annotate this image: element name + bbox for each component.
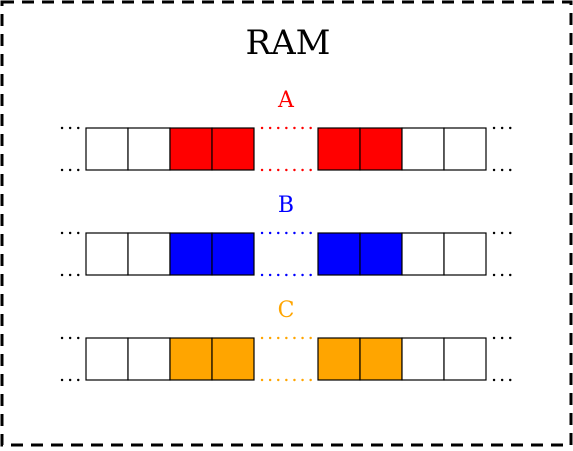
array-a: A xyxy=(85,88,487,171)
memory-cell-a-right-3 xyxy=(401,127,445,171)
memory-cell-a-left-1 xyxy=(85,127,129,171)
memory-cell-c-left-3 xyxy=(169,337,213,381)
memory-cell-b-left-3 xyxy=(169,232,213,276)
memory-cell-c-left-4 xyxy=(211,337,255,381)
memory-cell-a-left-4 xyxy=(211,127,255,171)
memory-cell-c-right-1 xyxy=(317,337,361,381)
array-c: C xyxy=(85,298,487,381)
memory-cell-c-right-4 xyxy=(443,337,487,381)
memory-cell-c-right-3 xyxy=(401,337,445,381)
memory-cell-b-left-4 xyxy=(211,232,255,276)
memory-cell-b-right-2 xyxy=(359,232,403,276)
memory-cell-a-left-2 xyxy=(127,127,171,171)
memory-cell-a-right-1 xyxy=(317,127,361,171)
array-b: B xyxy=(85,193,487,276)
arrays-layer: A B C xyxy=(60,88,514,382)
memory-cell-b-right-1 xyxy=(317,232,361,276)
memory-cell-b-right-3 xyxy=(401,232,445,276)
memory-cell-b-left-2 xyxy=(127,232,171,276)
array-label-b: B xyxy=(278,193,294,218)
array-label-a: A xyxy=(277,88,295,113)
ram-title: RAM xyxy=(246,23,331,63)
memory-cell-b-left-1 xyxy=(85,232,129,276)
memory-cell-a-right-4 xyxy=(443,127,487,171)
memory-cell-a-left-3 xyxy=(169,127,213,171)
memory-cell-c-right-2 xyxy=(359,337,403,381)
memory-cell-b-right-4 xyxy=(443,232,487,276)
memory-cell-a-right-2 xyxy=(359,127,403,171)
memory-cell-c-left-2 xyxy=(127,337,171,381)
memory-cell-c-left-1 xyxy=(85,337,129,381)
array-label-c: C xyxy=(278,298,295,323)
